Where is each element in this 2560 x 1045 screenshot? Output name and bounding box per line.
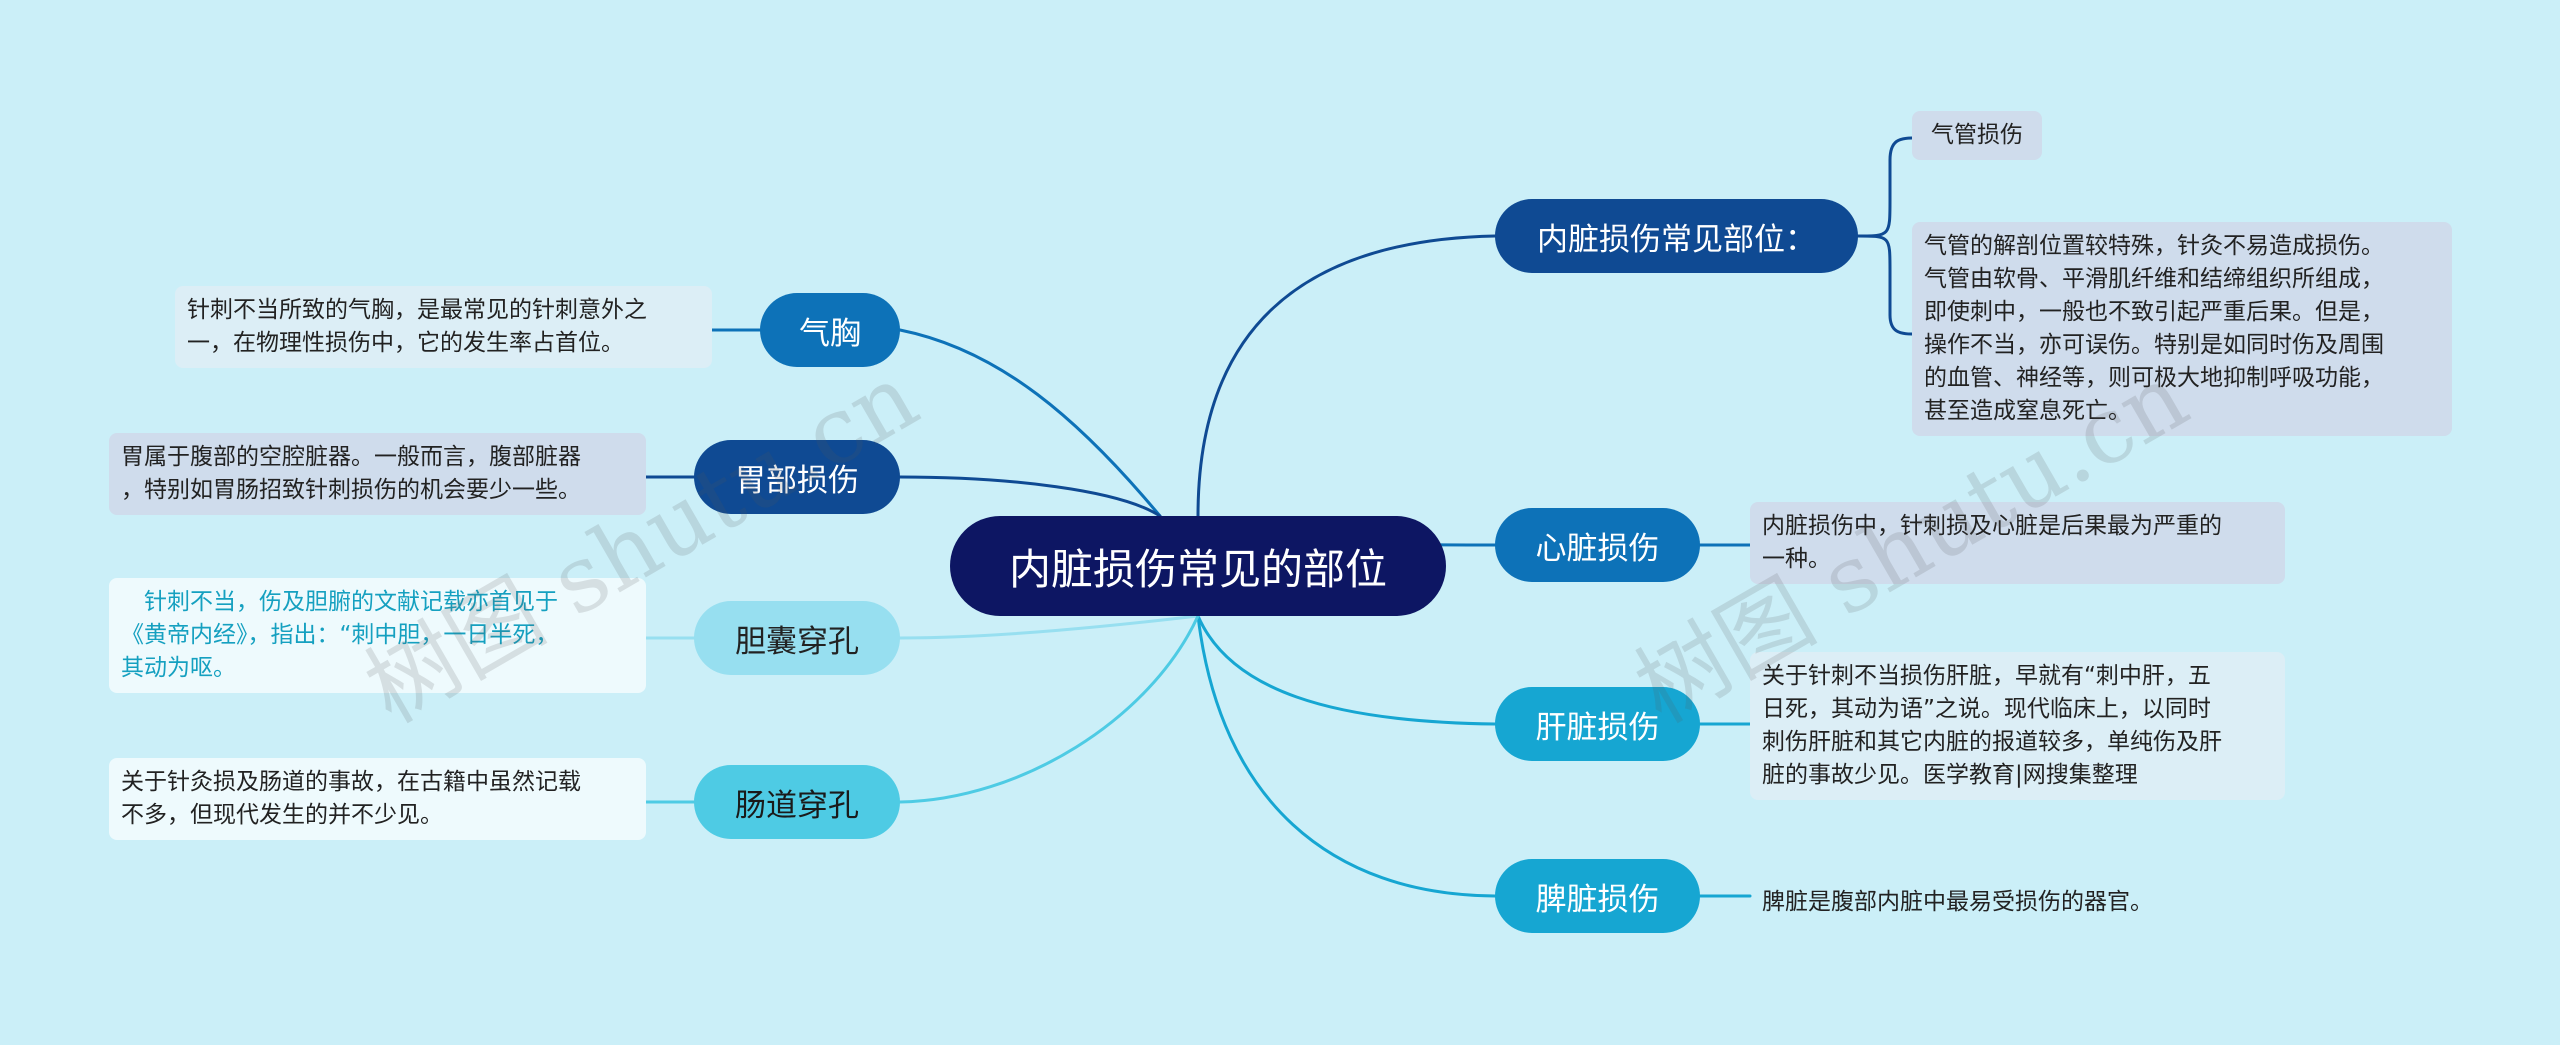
link-pneumothorax: [898, 328, 1162, 518]
note-liver: 关于针刺不当损伤肝脏，早就有“刺中肝，五 日死，其动为语”之说。现代临床上，以同…: [1750, 652, 2285, 800]
branch-intestine[interactable]: 肠道穿孔: [694, 765, 900, 839]
link-liver: [1196, 614, 1497, 726]
note-heart: 内脏损伤中，针刺损及心脏是后果最为严重的 一种。: [1750, 502, 2285, 584]
link-common-sites-bracket: [1856, 136, 1914, 336]
note-gallbladder: 针刺不当，伤及胆腑的文献记载亦首见于 《黄帝内经》，指出：“刺中胆，一日半死， …: [109, 578, 646, 693]
note-pneumothorax: 针刺不当所致的气胸，是最常见的针刺意外之 一，在物理性损伤中，它的发生率占首位。: [175, 286, 712, 368]
link-gallbladder: [898, 614, 1200, 640]
branch-heart[interactable]: 心脏损伤: [1495, 508, 1700, 582]
link-intestine: [898, 614, 1200, 804]
root-node[interactable]: 内脏损伤常见的部位: [950, 516, 1446, 616]
link-spleen: [1196, 614, 1497, 898]
note-intestine: 关于针灸损及肠道的事故，在古籍中虽然记载 不多，但现代发生的并不少见。: [109, 758, 646, 840]
note-spleen: 脾脏是腹部内脏中最易受损伤的器官。: [1762, 889, 2153, 915]
branch-gallbladder[interactable]: 胆囊穿孔: [694, 601, 900, 675]
branch-liver[interactable]: 肝脏损伤: [1495, 687, 1700, 761]
note-stomach: 胃属于腹部的空腔脏器。一般而言，腹部脏器 ，特别如胃肠招致针刺损伤的机会要少一些…: [109, 433, 646, 515]
link-common-sites: [1196, 234, 1497, 518]
link-stomach: [898, 475, 1162, 518]
branch-common-sites[interactable]: 内脏损伤常见部位：: [1495, 199, 1858, 273]
branch-stomach[interactable]: 胃部损伤: [694, 440, 900, 514]
branch-spleen[interactable]: 脾脏损伤: [1495, 859, 1700, 933]
branch-pneumothorax[interactable]: 气胸: [760, 293, 900, 367]
note-trachea-detail: 气管的解剖位置较特殊，针灸不易造成损伤。 气管由软骨、平滑肌纤维和结缔组织所组成…: [1912, 222, 2452, 436]
note-trachea-injury: 气管损伤: [1912, 111, 2042, 160]
